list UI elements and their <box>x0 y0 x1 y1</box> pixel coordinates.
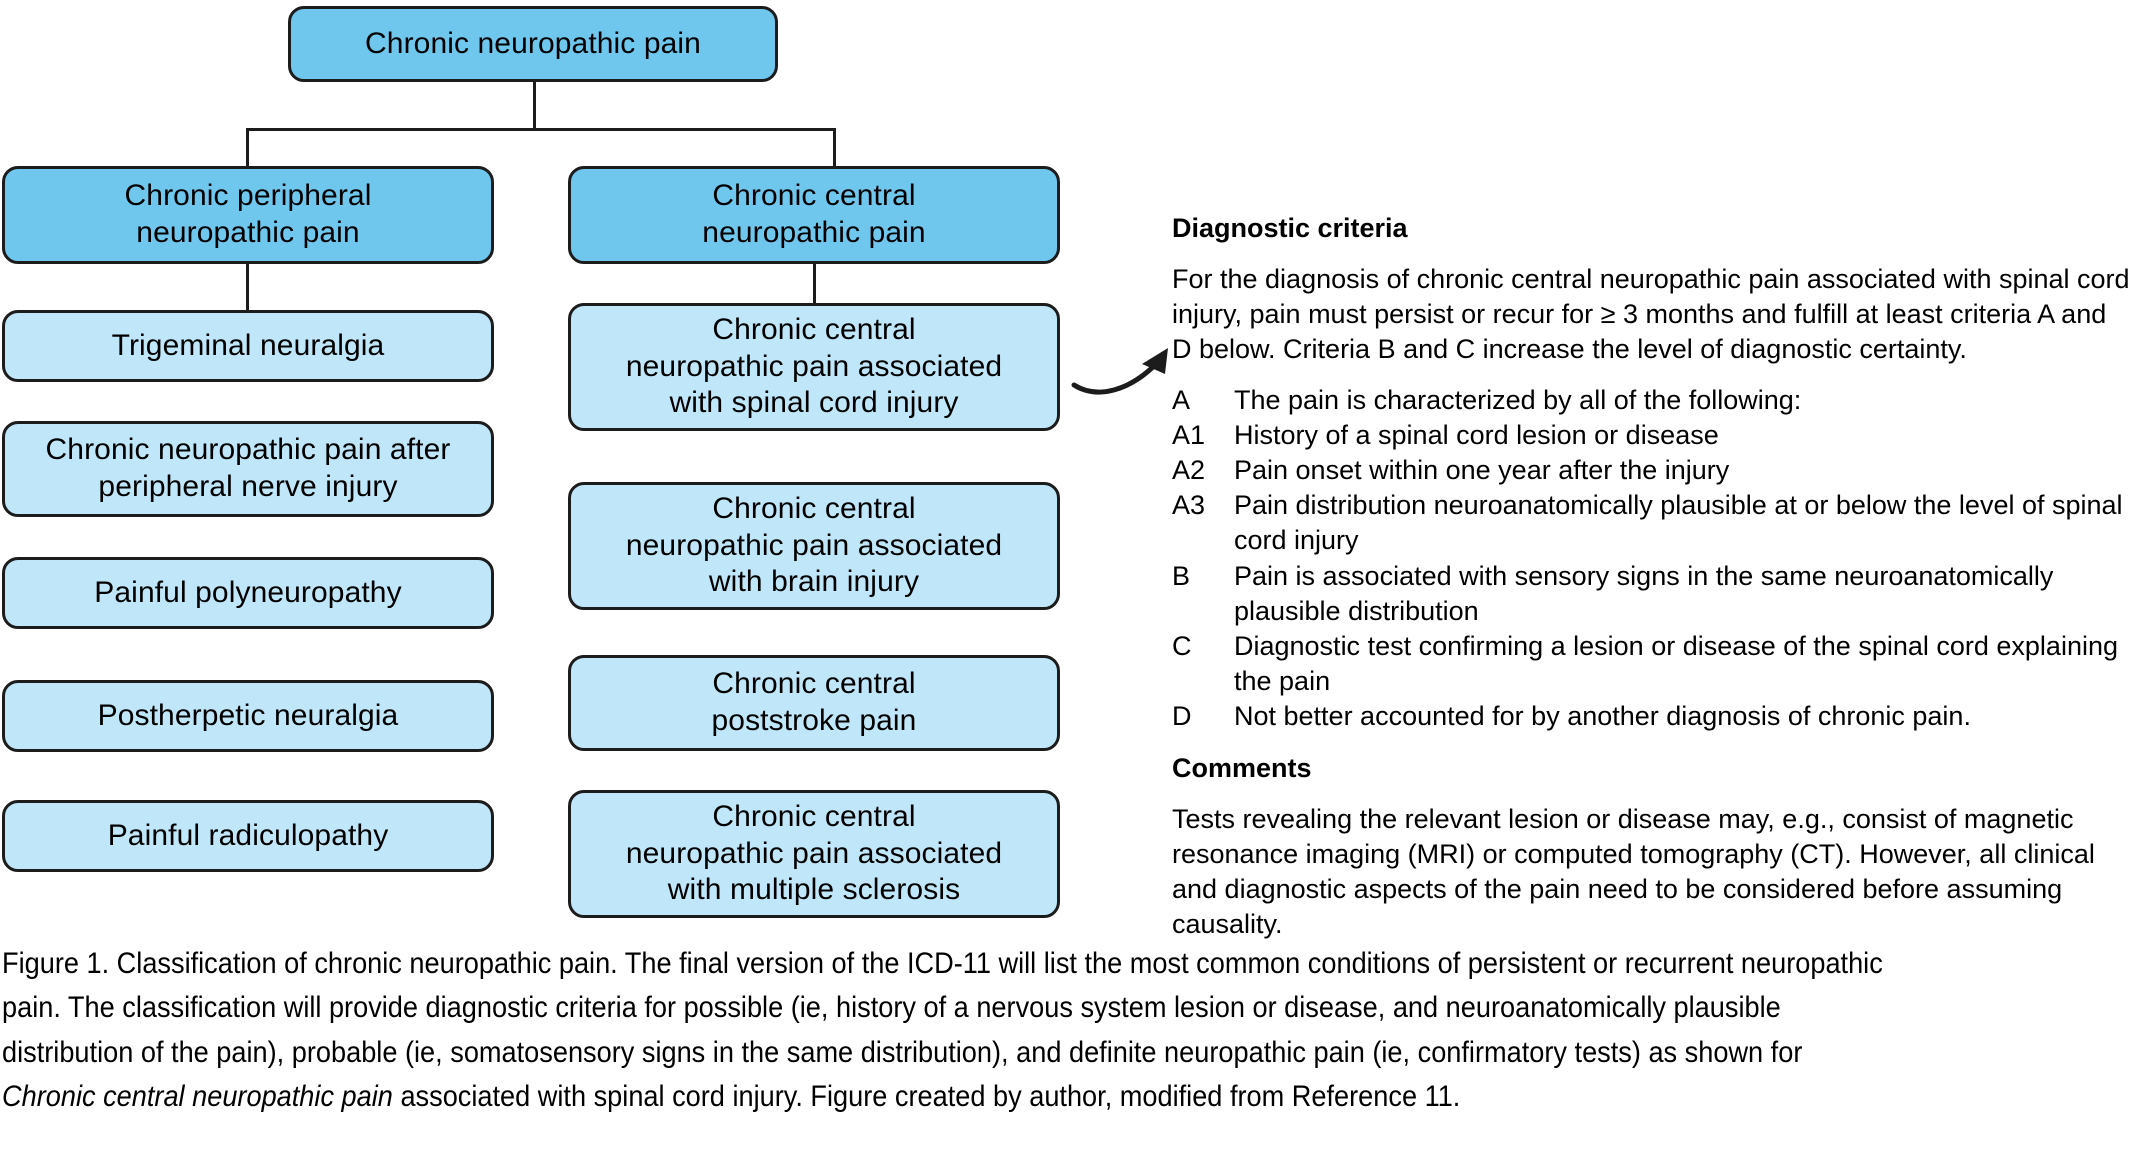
criteria-label: A2 <box>1172 455 1206 486</box>
connector-right-to-children <box>813 263 816 303</box>
criteria-list: A The pain is characterized by all of th… <box>1172 383 2132 734</box>
criteria-item: C Diagnostic test confirming a lesion or… <box>1172 629 2132 699</box>
node-chronic-central-neuropathic-pain-multiple-sclerosis[interactable]: Chronic central neuropathic pain associa… <box>568 790 1060 918</box>
node-postherpetic-neuralgia[interactable]: Postherpetic neuralgia <box>2 680 494 752</box>
criteria-text: Pain onset within one year after the inj… <box>1234 455 1730 486</box>
criteria-text: Diagnostic test confirming a lesion or d… <box>1234 630 2118 696</box>
caption-line: pain. The classification will provide di… <box>2 991 1781 1025</box>
criteria-item: A2 Pain onset within one year after the … <box>1172 453 2132 488</box>
criteria-text: The pain is characterized by all of the … <box>1234 385 1802 416</box>
caption-line: distribution of the pain), probable (ie,… <box>2 1035 1803 1069</box>
caption-line-4-rest: associated with spinal cord injury. Figu… <box>392 1080 1461 1114</box>
diagnostic-criteria-intro: For the diagnosis of chronic central neu… <box>1172 263 2130 364</box>
criteria-text: Pain is associated with sensory signs in… <box>1234 560 2054 626</box>
caption-italic-term: Chronic central neuropathic pain <box>2 1080 393 1114</box>
node-chronic-central-neuropathic-pain-brain-injury[interactable]: Chronic central neuropathic pain associa… <box>568 482 1060 610</box>
diagnostic-criteria-heading: Diagnostic criteria <box>1172 213 1408 243</box>
criteria-text: History of a spinal cord lesion or disea… <box>1234 420 1719 451</box>
diagnostic-criteria-panel: Diagnostic criteria For the diagnosis of… <box>1172 212 2132 958</box>
criteria-item: A1 History of a spinal cord lesion or di… <box>1172 418 2132 453</box>
comments-text: Tests revealing the relevant lesion or d… <box>1172 803 2095 939</box>
curved-arrow-icon <box>1068 330 1198 410</box>
node-chronic-neuropathic-pain-after-peripheral-nerve-injury[interactable]: Chronic neuropathic pain after periphera… <box>2 421 494 517</box>
node-chronic-central-neuropathic-pain[interactable]: Chronic central neuropathic pain <box>568 166 1060 264</box>
curved-arrow-svg <box>1071 348 1168 395</box>
criteria-item: A3 Pain distribution neuroanatomically p… <box>1172 488 2132 558</box>
node-painful-radiculopathy[interactable]: Painful radiculopathy <box>2 800 494 872</box>
comments-heading: Comments <box>1172 752 1312 783</box>
node-chronic-central-poststroke-pain[interactable]: Chronic central poststroke pain <box>568 655 1060 751</box>
criteria-text: Not better accounted for by another diag… <box>1234 700 1971 731</box>
caption-line: Figure 1. Classification of chronic neur… <box>2 947 1883 980</box>
connector-root-stem <box>533 81 536 130</box>
criteria-label: A3 <box>1172 490 1206 521</box>
connector-left-to-children <box>246 263 249 311</box>
node-painful-polyneuropathy[interactable]: Painful polyneuropathy <box>2 557 494 629</box>
connector-branch-left-drop <box>246 128 249 166</box>
caption-line-4: Chronic central neuropathic pain associa… <box>2 1075 1934 1119</box>
criteria-text: Pain distribution neuroanatomically plau… <box>1234 490 2123 556</box>
criteria-label: A1 <box>1172 420 1206 451</box>
node-chronic-central-neuropathic-pain-spinal-cord-injury[interactable]: Chronic central neuropathic pain associa… <box>568 303 1060 431</box>
criteria-item: A The pain is characterized by all of th… <box>1172 383 2132 418</box>
connector-bus <box>246 128 836 131</box>
criteria-label: D <box>1172 700 1192 731</box>
figure-caption: Figure 1. Classification of chronic neur… <box>2 942 2137 1120</box>
criteria-item: B Pain is associated with sensory signs … <box>1172 559 2132 629</box>
node-trigeminal-neuralgia[interactable]: Trigeminal neuralgia <box>2 310 494 382</box>
criteria-label: A <box>1172 385 1191 416</box>
node-chronic-peripheral-neuropathic-pain[interactable]: Chronic peripheral neuropathic pain <box>2 166 494 264</box>
criteria-label: B <box>1172 560 1191 591</box>
connector-branch-right-drop <box>833 128 836 166</box>
criteria-item: D Not better accounted for by another di… <box>1172 699 2132 734</box>
criteria-label: C <box>1172 630 1192 661</box>
node-root[interactable]: Chronic neuropathic pain <box>288 6 778 82</box>
